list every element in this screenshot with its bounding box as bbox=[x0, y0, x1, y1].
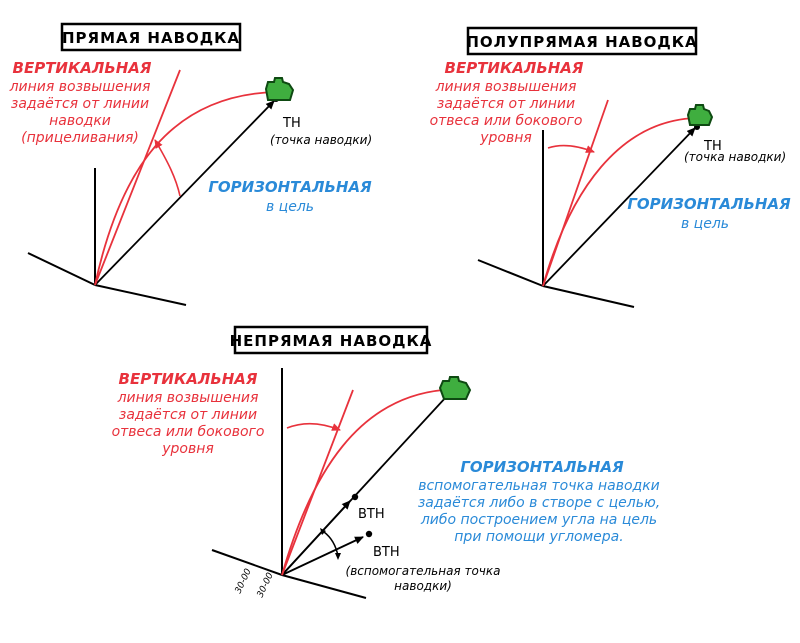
trajectory-curve bbox=[281, 389, 444, 576]
vertical-title: ВЕРТИКАЛЬНАЯ bbox=[13, 59, 152, 77]
trajectory-curve bbox=[542, 117, 698, 287]
deflection-arrow-head-1 bbox=[320, 528, 326, 535]
vertical-desc-4: уровня bbox=[161, 441, 214, 457]
elevation-line bbox=[94, 69, 181, 286]
aiming-point-label: ТН bbox=[703, 139, 722, 154]
ground-line-left bbox=[477, 259, 544, 287]
elevation-angle-arc bbox=[286, 422, 341, 431]
vertical-desc-2: задаётся от линии bbox=[11, 96, 149, 112]
sight-line bbox=[94, 100, 275, 286]
aux-point-dot-2 bbox=[365, 530, 373, 538]
tank-icon bbox=[438, 376, 472, 400]
vertical-desc-3: отвеса или бокового bbox=[430, 113, 583, 129]
horizontal-desc-4: при помощи угломера. bbox=[454, 529, 623, 545]
aiming-point-desc: (точка наводки) bbox=[270, 133, 372, 147]
horizontal-desc-1: вспомогательная точка наводки bbox=[418, 478, 660, 494]
tank-icon bbox=[686, 104, 714, 126]
aux-line-1 bbox=[281, 500, 351, 576]
aux-point-label-2: ВТН bbox=[373, 545, 400, 560]
elevation-angle-arc bbox=[547, 144, 595, 153]
horizontal-desc: в цель bbox=[681, 216, 729, 232]
ground-line-right bbox=[281, 574, 367, 599]
panel-semi-direct: ПОЛУПРЯМАЯ НАВОДКА ТН (точка наводки) ВЕ… bbox=[430, 26, 791, 308]
aux-point-dot-1 bbox=[351, 493, 359, 501]
vertical-desc-2: задаётся от линии bbox=[437, 96, 575, 112]
vertical-desc-1: линия возвышения bbox=[117, 390, 259, 406]
vertical-title: ВЕРТИКАЛЬНАЯ bbox=[445, 59, 584, 77]
horizontal-title: ГОРИЗОНТАЛЬНАЯ bbox=[208, 178, 372, 196]
aux-point-label-1: ВТН bbox=[358, 507, 385, 522]
title-semi: ПОЛУПРЯМАЯ НАВОДКА bbox=[466, 33, 697, 51]
vertical-desc-4: (прицеливания) bbox=[21, 130, 139, 146]
title-box-semi: ПОЛУПРЯМАЯ НАВОДКА bbox=[466, 26, 698, 56]
deflection-arrow-head-2 bbox=[335, 553, 341, 560]
title-box-indirect: НЕПРЯМАЯ НАВОДКА bbox=[230, 325, 433, 355]
vertical-title: ВЕРТИКАЛЬНАЯ bbox=[119, 370, 258, 388]
horizontal-desc-2: задаётся либо в створе с целью, bbox=[418, 495, 660, 511]
aux-line-2 bbox=[281, 536, 364, 576]
title-box-direct: ПРЯМАЯ НАВОДКА bbox=[60, 22, 242, 52]
aiming-point-label: ТН bbox=[282, 116, 301, 131]
panel-direct: ПРЯМАЯ НАВОДКА ТН (точка наводки) ВЕРТИК… bbox=[9, 22, 372, 306]
scale-mark-1: 30-00 bbox=[234, 567, 254, 595]
vertical-desc-1: линия возвышения bbox=[435, 79, 577, 95]
elevation-angle-arc bbox=[154, 139, 181, 197]
ground-line-left bbox=[27, 252, 96, 286]
horizontal-desc: в цель bbox=[266, 199, 314, 215]
panel-indirect: НЕПРЯМАЯ НАВОДКА 30-00 30-00 ВТН ВТН (вс… bbox=[112, 325, 660, 599]
tank-icon bbox=[264, 77, 295, 101]
aiming-point-desc: (точка наводки) bbox=[684, 150, 786, 164]
ground-line-left bbox=[211, 549, 283, 576]
elevation-line bbox=[542, 99, 609, 287]
aux-point-desc-1: (вспомогательная точка bbox=[346, 564, 501, 578]
title-direct: ПРЯМАЯ НАВОДКА bbox=[62, 29, 240, 47]
horizontal-title: ГОРИЗОНТАЛЬНАЯ bbox=[627, 195, 791, 213]
ground-line-right bbox=[94, 284, 187, 306]
sight-line bbox=[542, 127, 696, 287]
aux-point-desc-2: наводки) bbox=[394, 579, 452, 593]
ground-line-right bbox=[542, 285, 635, 308]
horizontal-title: ГОРИЗОНТАЛЬНАЯ bbox=[460, 458, 624, 476]
vertical-desc-4: уровня bbox=[479, 130, 532, 146]
title-indirect: НЕПРЯМАЯ НАВОДКА bbox=[230, 332, 433, 350]
vertical-desc-3: наводки bbox=[49, 113, 111, 129]
vertical-desc-1: линия возвышения bbox=[9, 79, 151, 95]
vertical-desc-3: отвеса или бокового bbox=[112, 424, 265, 440]
vertical-desc-2: задаётся от линии bbox=[119, 407, 257, 423]
horizontal-desc-3: либо построением угла на цель bbox=[420, 512, 657, 528]
scale-mark-2: 30-00 bbox=[256, 571, 276, 599]
